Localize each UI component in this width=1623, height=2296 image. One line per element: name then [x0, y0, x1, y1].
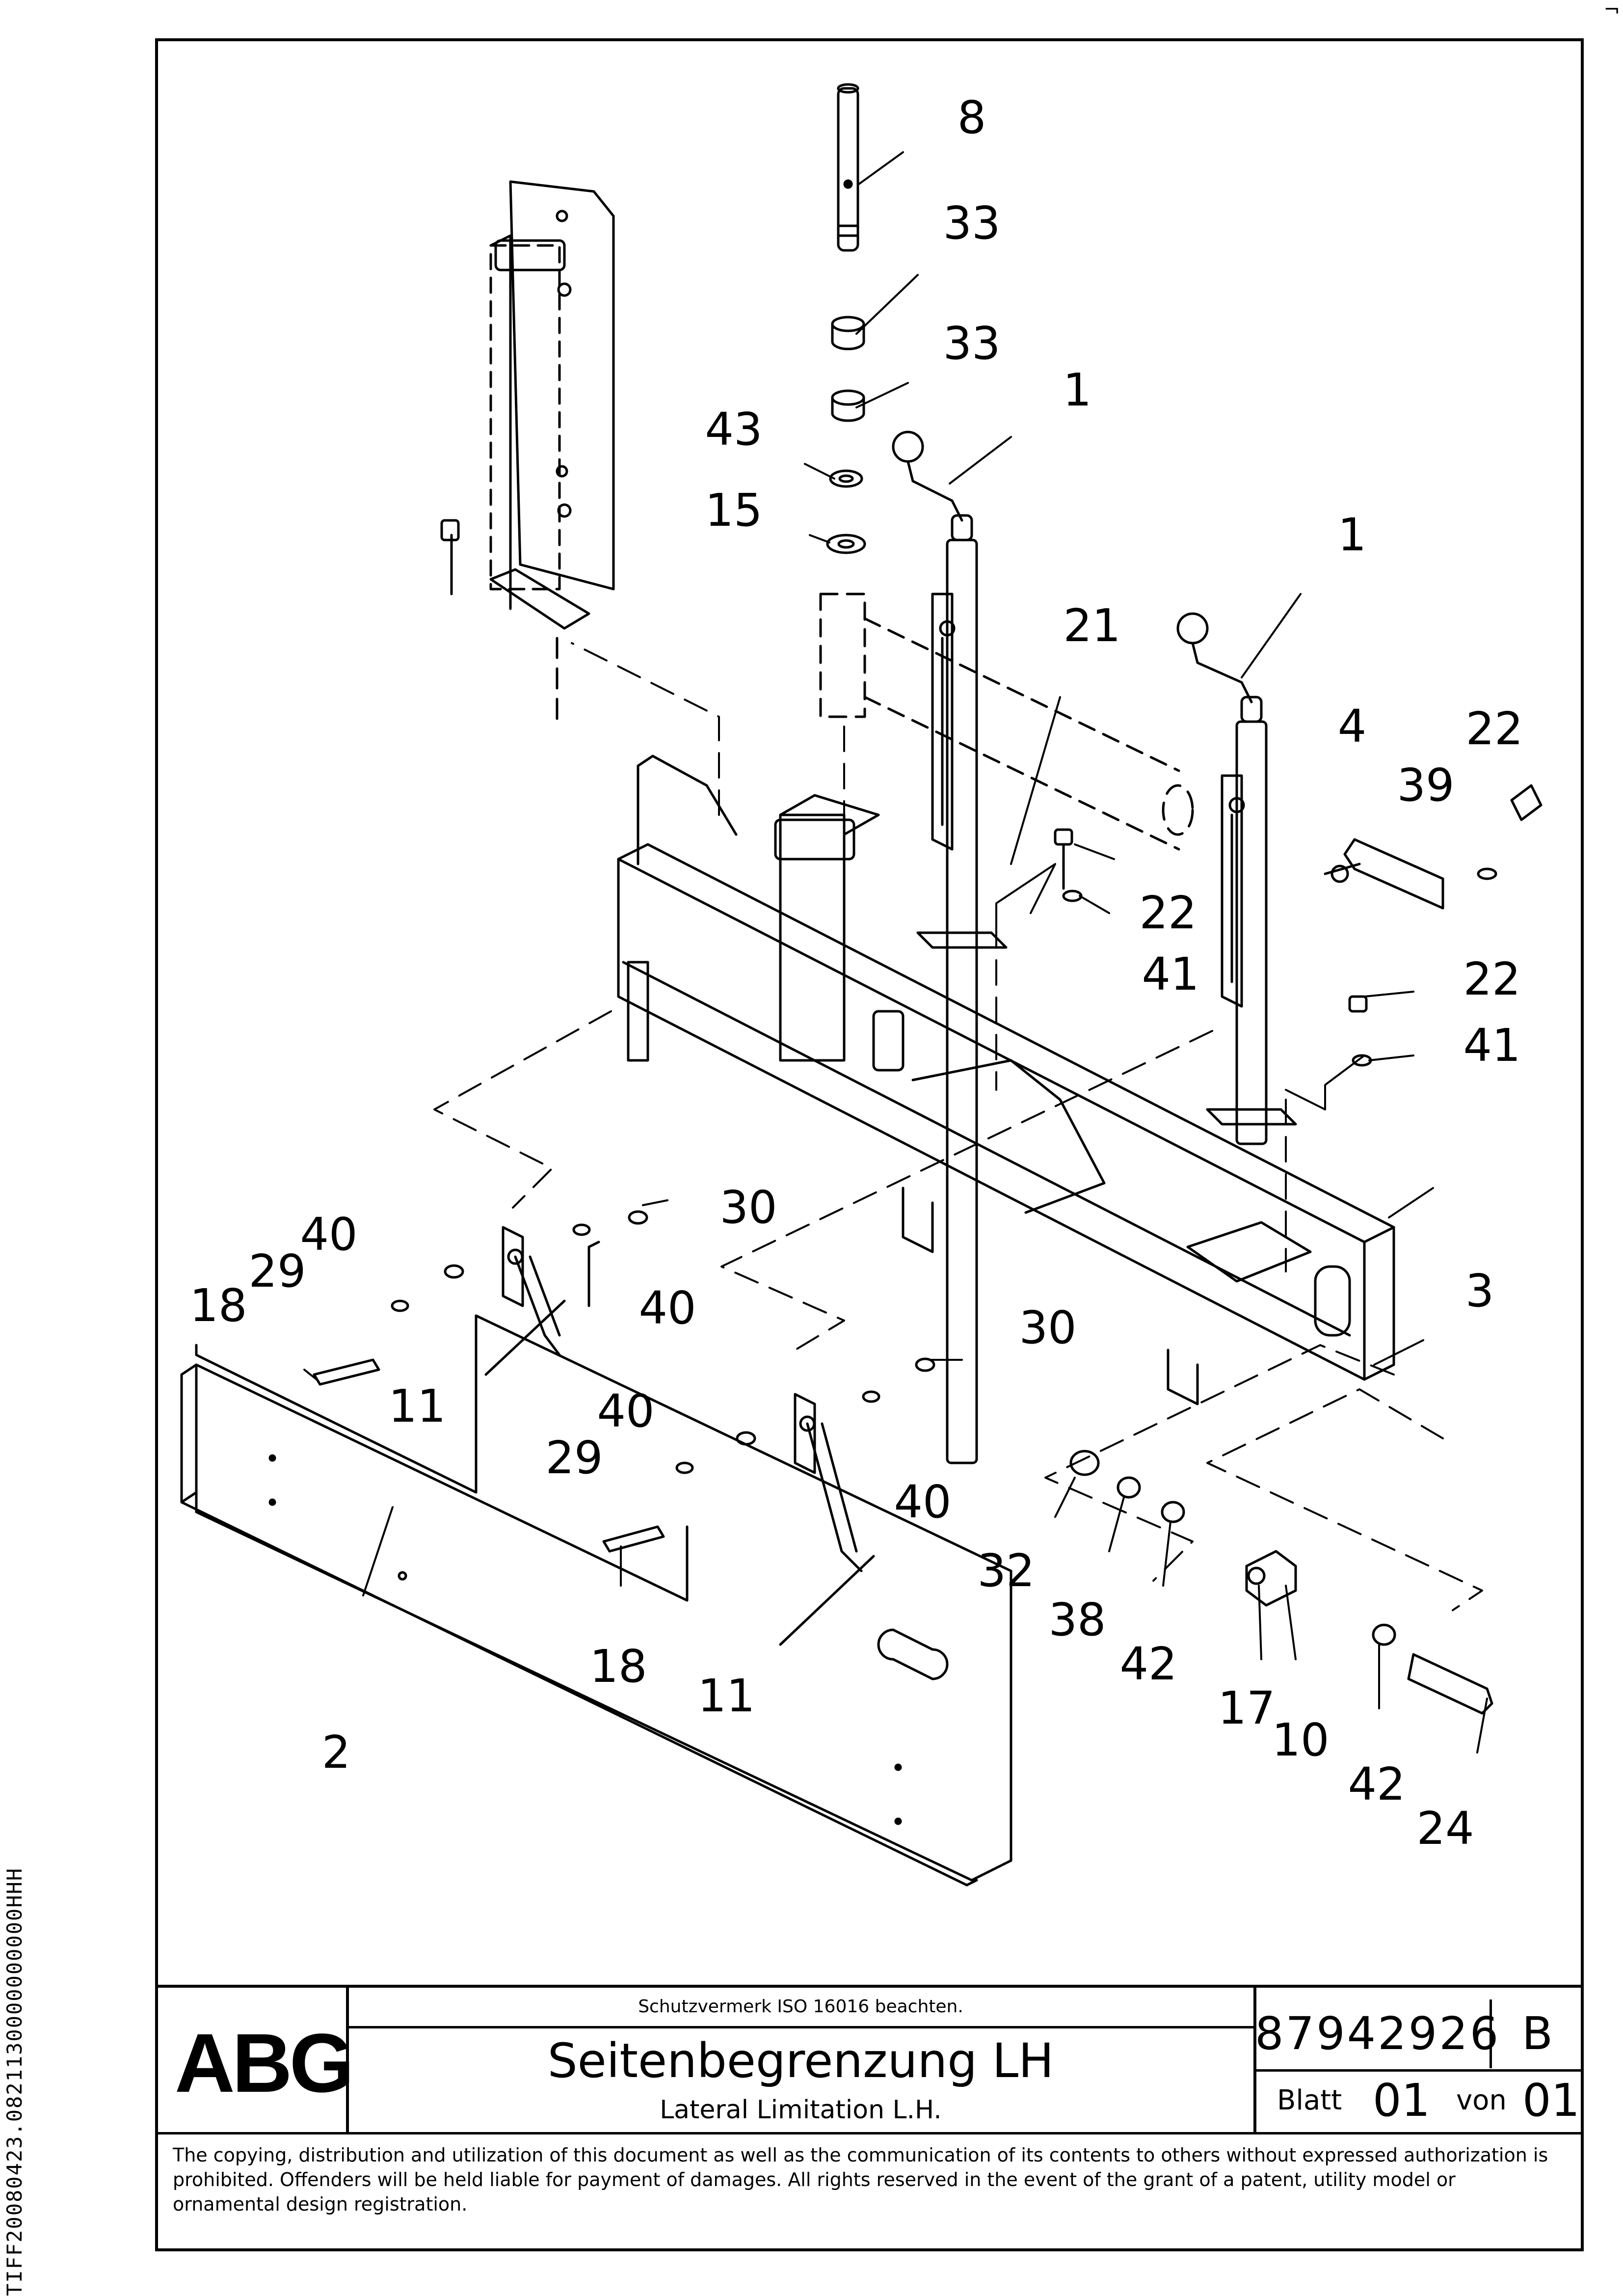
- callout-41: 41: [1142, 948, 1199, 1000]
- callout-18: 18: [189, 1279, 247, 1332]
- callout-30: 30: [1019, 1301, 1077, 1354]
- callout-2: 2: [321, 1726, 351, 1779]
- drawing-title-english: Lateral Limitation L.H.: [660, 2095, 942, 2125]
- part-phantom-tube: [819, 593, 1194, 851]
- exploded-assembly-drawing: [180, 83, 1543, 1887]
- part-bracket-assembly: [440, 180, 615, 723]
- callout-29: 29: [248, 1245, 306, 1297]
- callout-17: 17: [1218, 1682, 1276, 1734]
- part-angle-bracket: [1324, 838, 1444, 910]
- sheet-info: Blatt 01 von 01: [1255, 2071, 1584, 2130]
- assembly-guide-lines: [433, 642, 1483, 1611]
- title-block-top-border: [155, 1985, 1584, 1988]
- sheet-total: 01: [1522, 2074, 1580, 2127]
- revision-letter: B: [1521, 2007, 1553, 2060]
- callout-32: 32: [977, 1544, 1035, 1597]
- drawing-frame: [155, 38, 1584, 2251]
- drawing-number: 87942926: [1255, 2007, 1501, 2060]
- sheet-number: 01: [1373, 2074, 1431, 2127]
- callout-42: 42: [1348, 1758, 1406, 1810]
- callout-33: 33: [943, 197, 1001, 249]
- side-file-code: TIFF20080423.0821130000000000HHH: [2, 1867, 27, 2296]
- notice-divider: [346, 2026, 1255, 2028]
- callout-22: 22: [1463, 953, 1521, 1005]
- callout-10: 10: [1272, 1714, 1330, 1766]
- part-bolt-set: [313, 1210, 935, 1553]
- callout-39: 39: [1397, 759, 1455, 811]
- logo-divider: [346, 1985, 349, 2132]
- part-crank-handle-left: [892, 431, 1008, 1464]
- callout-15: 15: [705, 484, 763, 537]
- part-collar: [831, 316, 865, 422]
- callout-1: 1: [1337, 509, 1367, 561]
- callout-33: 33: [943, 317, 1001, 370]
- part-small-hardware: [1069, 1450, 1493, 1715]
- callout-42: 42: [1119, 1638, 1177, 1690]
- revision-divider: [1490, 1999, 1492, 2068]
- number-divider: [1253, 1985, 1256, 2132]
- callout-11: 11: [697, 1670, 755, 1722]
- copyright-notice: The copying, distribution and utilizatio…: [173, 2144, 1548, 2215]
- company-logo: ABG: [175, 2017, 354, 2110]
- part-pin: [837, 83, 859, 252]
- part-main-frame: [617, 755, 1395, 1405]
- callout-41: 41: [1463, 1019, 1521, 1072]
- callout-29: 29: [545, 1432, 603, 1484]
- sheet-divider: [1255, 2069, 1584, 2072]
- callout-8: 8: [957, 91, 986, 144]
- callout-22: 22: [1139, 887, 1197, 939]
- callout-11: 11: [388, 1380, 446, 1432]
- copyright-divider: [155, 2132, 1584, 2134]
- sheet-label: Blatt: [1277, 2084, 1342, 2116]
- part-washer: [826, 469, 866, 554]
- part-screw-set: [1054, 784, 1543, 1067]
- callout-3: 3: [1465, 1265, 1494, 1317]
- drawing-title-german: Seitenbegrenzung LH: [547, 2033, 1054, 2088]
- part-hinge-bracket-upper: [484, 1226, 566, 1376]
- callout-1: 1: [1063, 364, 1092, 416]
- part-crank-handle-right: [1176, 612, 1297, 1145]
- callout-18: 18: [589, 1640, 647, 1693]
- callout-43: 43: [705, 403, 763, 456]
- callout-leader-lines: [303, 151, 1488, 1754]
- part-hinge-bracket-lower: [779, 1393, 875, 1646]
- callout-4: 4: [1337, 700, 1367, 753]
- callout-38: 38: [1048, 1594, 1106, 1646]
- callout-40: 40: [300, 1208, 358, 1261]
- callout-30: 30: [719, 1181, 777, 1234]
- of-label: von: [1456, 2084, 1507, 2116]
- corner-mark: ¬: [1603, 0, 1620, 21]
- callout-40: 40: [639, 1282, 696, 1334]
- title-block: ABG Schutzvermerk ISO 16016 beachten. Se…: [155, 1985, 1584, 2251]
- callout-24: 24: [1416, 1802, 1474, 1855]
- callout-21: 21: [1063, 599, 1121, 652]
- callout-22: 22: [1465, 702, 1523, 755]
- part-connection-lines: [995, 863, 1365, 1110]
- part-side-plate: [180, 1241, 1012, 1887]
- callout-40: 40: [894, 1476, 952, 1528]
- callout-40: 40: [597, 1385, 655, 1437]
- protection-notice: Schutzvermerk ISO 16016 beachten.: [638, 1997, 963, 2017]
